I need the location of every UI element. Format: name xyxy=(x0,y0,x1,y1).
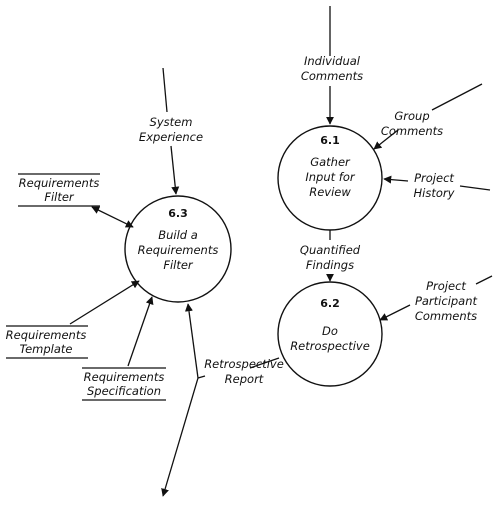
store-template-line-1: Requirements xyxy=(6,328,87,342)
flow-filter-store-arrow[interactable] xyxy=(91,206,134,228)
flow-retrospective-report[interactable]: Retrospective Report xyxy=(161,303,284,497)
process-build-line-2: Requirements xyxy=(138,243,219,257)
process-gather-number: 6.1 xyxy=(320,134,340,147)
process-retro-circle xyxy=(277,281,383,387)
flow-participant-comments[interactable]: Project Participant Comments xyxy=(379,275,493,323)
process-retro-number: 6.2 xyxy=(320,297,340,310)
flow-history-label-1: Project xyxy=(414,171,454,185)
flow-system-line-a xyxy=(162,67,168,113)
process-build-filter[interactable]: 6.3 Build a Requirements Filter xyxy=(124,195,232,303)
flow-individual-label-1: Individual xyxy=(304,54,361,68)
process-gather-input[interactable]: 6.1 Gather Input for Review xyxy=(277,125,383,231)
store-requirements-specification[interactable]: Requirements Specification xyxy=(82,367,166,401)
flow-participant-label-2: Participant xyxy=(415,294,478,308)
store-requirements-filter[interactable]: Requirements Filter xyxy=(18,173,100,207)
flow-system-experience[interactable]: System Experience xyxy=(139,67,203,195)
flow-findings-label-2: Findings xyxy=(306,258,354,272)
store-requirements-template[interactable]: Requirements Template xyxy=(6,325,88,359)
flow-findings-label-1: Quantified xyxy=(300,243,361,257)
process-retro-line-2: Retrospective xyxy=(290,339,370,353)
flow-history-label-2: History xyxy=(414,186,455,200)
flow-history-arrow xyxy=(383,175,409,184)
process-gather-line-2: Input for xyxy=(305,170,356,184)
flow-spec-store-arrow[interactable] xyxy=(127,296,154,367)
flow-template-store-arrow[interactable] xyxy=(69,280,140,325)
flow-report-line-b xyxy=(197,375,206,379)
flow-group-label-1: Group xyxy=(394,109,429,123)
process-build-number: 6.3 xyxy=(168,207,188,220)
flow-participant-label-1: Project xyxy=(426,279,466,293)
process-build-line-3: Filter xyxy=(163,258,194,272)
flow-system-label-1: System xyxy=(150,115,193,129)
store-spec-line-1: Requirements xyxy=(84,370,165,384)
flow-quantified-findings[interactable]: Quantified Findings xyxy=(300,230,361,282)
flow-system-arrow xyxy=(170,145,180,195)
process-gather-line-1: Gather xyxy=(310,155,351,169)
flow-participant-label-3: Comments xyxy=(415,309,477,323)
store-spec-line-2: Specification xyxy=(87,384,161,398)
flow-report-arrow-down xyxy=(161,377,199,497)
flow-participant-line-a xyxy=(475,275,493,285)
flow-group-label-2: Comments xyxy=(381,124,443,138)
process-gather-line-3: Review xyxy=(309,185,351,199)
store-filter-line-2: Filter xyxy=(44,190,75,204)
flow-group-comments[interactable]: Group Comments xyxy=(373,83,483,150)
flow-group-arrow xyxy=(373,129,399,150)
store-template-line-2: Template xyxy=(19,342,72,356)
flow-participant-arrow xyxy=(379,304,411,321)
store-filter-line-1: Requirements xyxy=(19,176,100,190)
flow-report-line-a xyxy=(249,357,280,369)
flow-project-history[interactable]: Project History xyxy=(383,171,491,200)
flow-group-line-a xyxy=(431,83,483,111)
process-build-line-1: Build a xyxy=(158,228,198,242)
flow-history-line-a xyxy=(459,185,491,191)
process-retro-line-1: Do xyxy=(322,324,338,338)
flow-individual-label-2: Comments xyxy=(301,69,363,83)
process-build-circle xyxy=(124,195,232,303)
flow-report-label-2: Report xyxy=(225,372,264,386)
flow-individual-comments[interactable]: Individual Comments xyxy=(301,6,363,125)
flow-system-label-2: Experience xyxy=(139,130,203,144)
flow-report-arrow-up xyxy=(185,303,199,379)
flow-report-label-1: Retrospective xyxy=(204,357,284,371)
process-do-retrospective[interactable]: 6.2 Do Retrospective xyxy=(277,281,383,387)
